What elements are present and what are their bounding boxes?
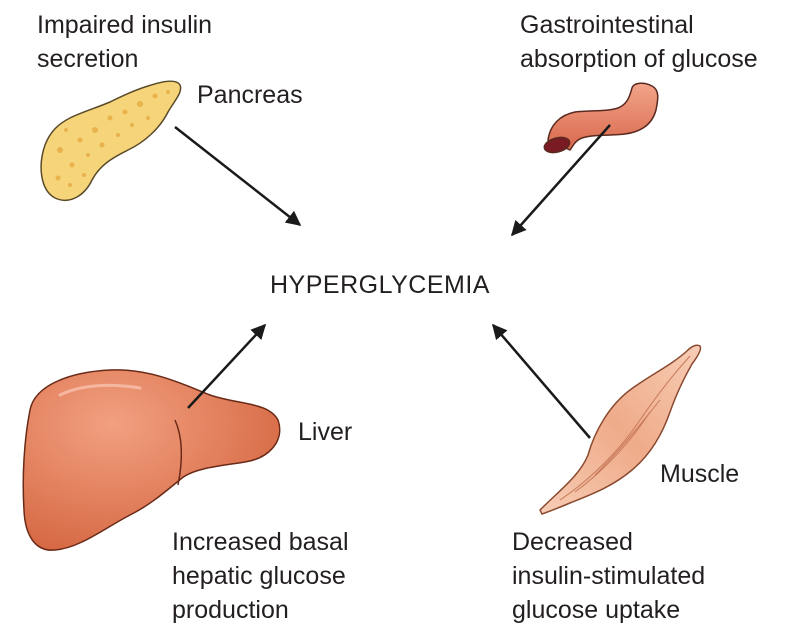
pancreas-illustration (40, 80, 182, 201)
intestine-caption: Gastrointestinal absorption of glucose (520, 11, 758, 73)
muscle-illustration (539, 344, 702, 515)
muscle-name: Muscle (660, 460, 740, 488)
arrow-muscle-to-center (492, 323, 591, 439)
center-label: HYPERGLYCEMIA (270, 271, 490, 299)
arrow-liver-to-center (187, 323, 267, 409)
liver-name: Liver (298, 418, 353, 446)
intestine-illustration (543, 82, 659, 154)
arrow-pancreas-to-center (174, 126, 302, 226)
liver-illustration (22, 369, 281, 551)
arrows (174, 124, 611, 439)
pancreas-name: Pancreas (197, 81, 303, 109)
muscle-caption: Decreased insulin-stimulated glucose upt… (512, 528, 706, 624)
liver-caption: Increased basal hepatic glucose producti… (172, 528, 349, 624)
pancreas-caption: Impaired insulin secretion (37, 11, 213, 73)
arrow-intestine-to-center (511, 124, 611, 237)
